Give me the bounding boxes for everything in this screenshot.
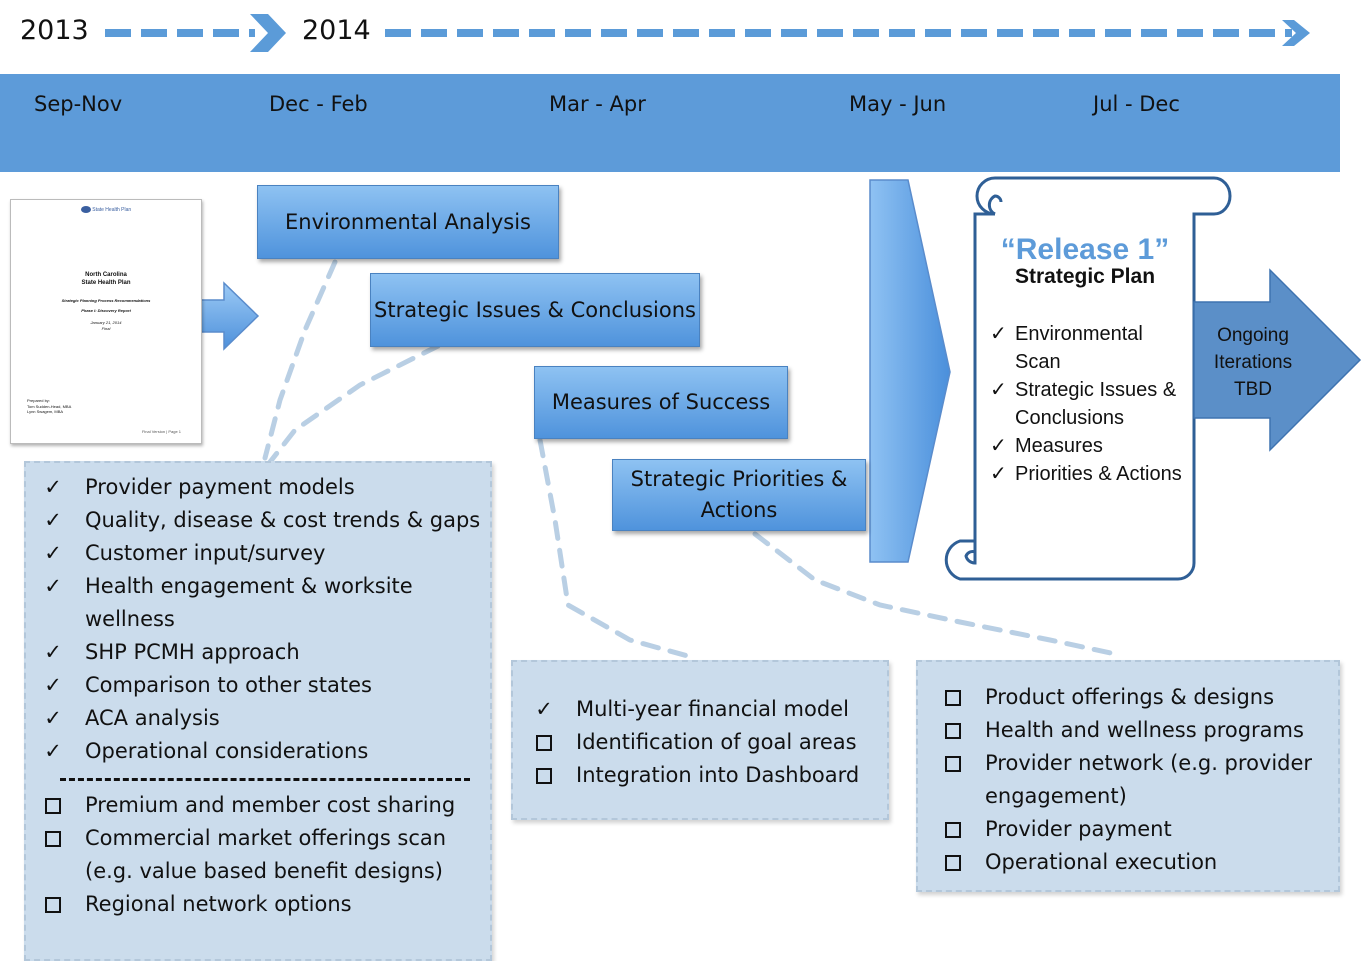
check-icon: ✓ (44, 541, 62, 565)
report-title-line1: North Carolina (85, 272, 127, 278)
list-item: ✓SHP PCMH approach (38, 636, 490, 669)
report-author: Tom Sudden-Head, MBA (27, 404, 72, 409)
step-environmental-analysis: Environmental Analysis (257, 185, 559, 259)
strategic-plan-scroll (944, 176, 1232, 581)
release-label: “Release 1” (1000, 233, 1170, 266)
list-item: Commercial market offerings scan (e.g. v… (38, 822, 490, 888)
list-item: ✓Environmental Scan (990, 320, 1190, 376)
callout-connectors (262, 259, 1123, 661)
period-label: Sep-Nov (34, 92, 123, 116)
list-item: ✓ACA analysis (38, 702, 490, 735)
list-item: Operational execution (938, 846, 1338, 879)
check-icon: ✓ (44, 508, 62, 532)
ongoing-arrow (1193, 268, 1362, 452)
report-logo: State Health Plan (11, 206, 201, 213)
list-item: ✓Comparison to other states (38, 669, 490, 702)
ongoing-iterations-label: Ongoing Iterations TBD (1213, 325, 1293, 400)
period-label: Dec - Feb (269, 92, 368, 116)
period-band (0, 74, 1340, 172)
check-icon: ✓ (44, 640, 62, 664)
check-icon: ✓ (44, 475, 62, 499)
list-item: ✓Priorities & Actions (990, 460, 1190, 488)
report-footer: Final Version | Page 1 (141, 429, 181, 434)
year-start-label: 2013 (20, 15, 89, 46)
check-icon: ✓ (535, 697, 553, 721)
list-item: ✓Measures (990, 432, 1190, 460)
list-item: Premium and member cost sharing (38, 789, 490, 822)
report-author: Lynn Swagem, MBA (27, 409, 64, 414)
check-icon: ✓ (990, 435, 1007, 457)
transition-chevron (869, 179, 951, 563)
checkbox-icon (38, 888, 68, 923)
list-item: Health and wellness programs (938, 714, 1338, 747)
plan-items: ✓Environmental Scan ✓Strategic Issues & … (990, 320, 1190, 488)
report-prepared-by: Prepared by: (27, 398, 50, 403)
plan-title: Strategic Plan (1014, 265, 1156, 288)
report-subtitle: Strategic Planning Process Recommendatio… (61, 298, 151, 303)
period-label: Mar - Apr (549, 92, 646, 116)
check-icon: ✓ (44, 706, 62, 730)
checkbox-icon (529, 759, 559, 794)
step-strategic-issues: Strategic Issues & Conclusions (370, 273, 700, 347)
list-item: Product offerings & designs (938, 681, 1338, 714)
check-icon: ✓ (44, 673, 62, 697)
list-item: Provider network (e.g. provider engageme… (938, 747, 1338, 813)
check-icon: ✓ (44, 739, 62, 763)
list-item: ✓Operational considerations (38, 735, 490, 768)
report-title-line2: State Health Plan (81, 280, 131, 286)
list-item: ✓Health engagement & worksite wellness (38, 570, 490, 636)
checkbox-icon (938, 714, 968, 749)
period-label: Jul - Dec (1093, 92, 1180, 116)
list-item: Identification of goal areas (529, 726, 887, 759)
step-strategic-priorities: Strategic Priorities & Actions (612, 459, 866, 531)
checkbox-icon (938, 681, 968, 716)
report-date: January 21, 2014 (90, 320, 122, 325)
checkbox-icon (938, 747, 968, 782)
list-item: ✓Provider payment models (38, 471, 490, 504)
measures-notes: ✓Multi-year financial model Identificati… (511, 660, 889, 820)
checkbox-icon (38, 822, 68, 857)
list-item: ✓Customer input/survey (38, 537, 490, 570)
priorities-notes: Product offerings & designs Health and w… (916, 660, 1340, 892)
check-icon: ✓ (990, 463, 1007, 485)
check-icon: ✓ (990, 379, 1007, 401)
checkbox-icon (938, 813, 968, 848)
period-label: May - Jun (849, 92, 947, 116)
checkbox-icon (938, 846, 968, 881)
list-item: ✓Multi-year financial model (529, 693, 887, 726)
check-icon: ✓ (990, 323, 1007, 345)
check-icon: ✓ (44, 574, 62, 598)
plan-heading: “Release 1” Strategic Plan (990, 233, 1180, 289)
list-item: Regional network options (38, 888, 490, 921)
report-logo-icon (80, 206, 91, 213)
list-item: Integration into Dashboard (529, 759, 887, 792)
step-measures-of-success: Measures of Success (534, 366, 788, 439)
list-item: Provider payment (938, 813, 1338, 846)
report-phase: Phase I: Discovery Report (81, 308, 131, 313)
year-end-label: 2014 (302, 15, 371, 46)
discovery-report-thumbnail: State Health Plan North Carolina State H… (10, 199, 202, 444)
list-item: ✓Strategic Issues & Conclusions (990, 376, 1190, 432)
list-item: ✓Quality, disease & cost trends & gaps (38, 504, 490, 537)
checkbox-icon (529, 726, 559, 761)
year-arrow-2013 (105, 14, 286, 52)
report-status: Final (101, 326, 111, 331)
year-arrow-2014 (385, 20, 1310, 46)
environmental-notes: ✓Provider payment models ✓Quality, disea… (24, 461, 492, 961)
checkbox-icon (38, 789, 68, 824)
divider (60, 778, 470, 781)
